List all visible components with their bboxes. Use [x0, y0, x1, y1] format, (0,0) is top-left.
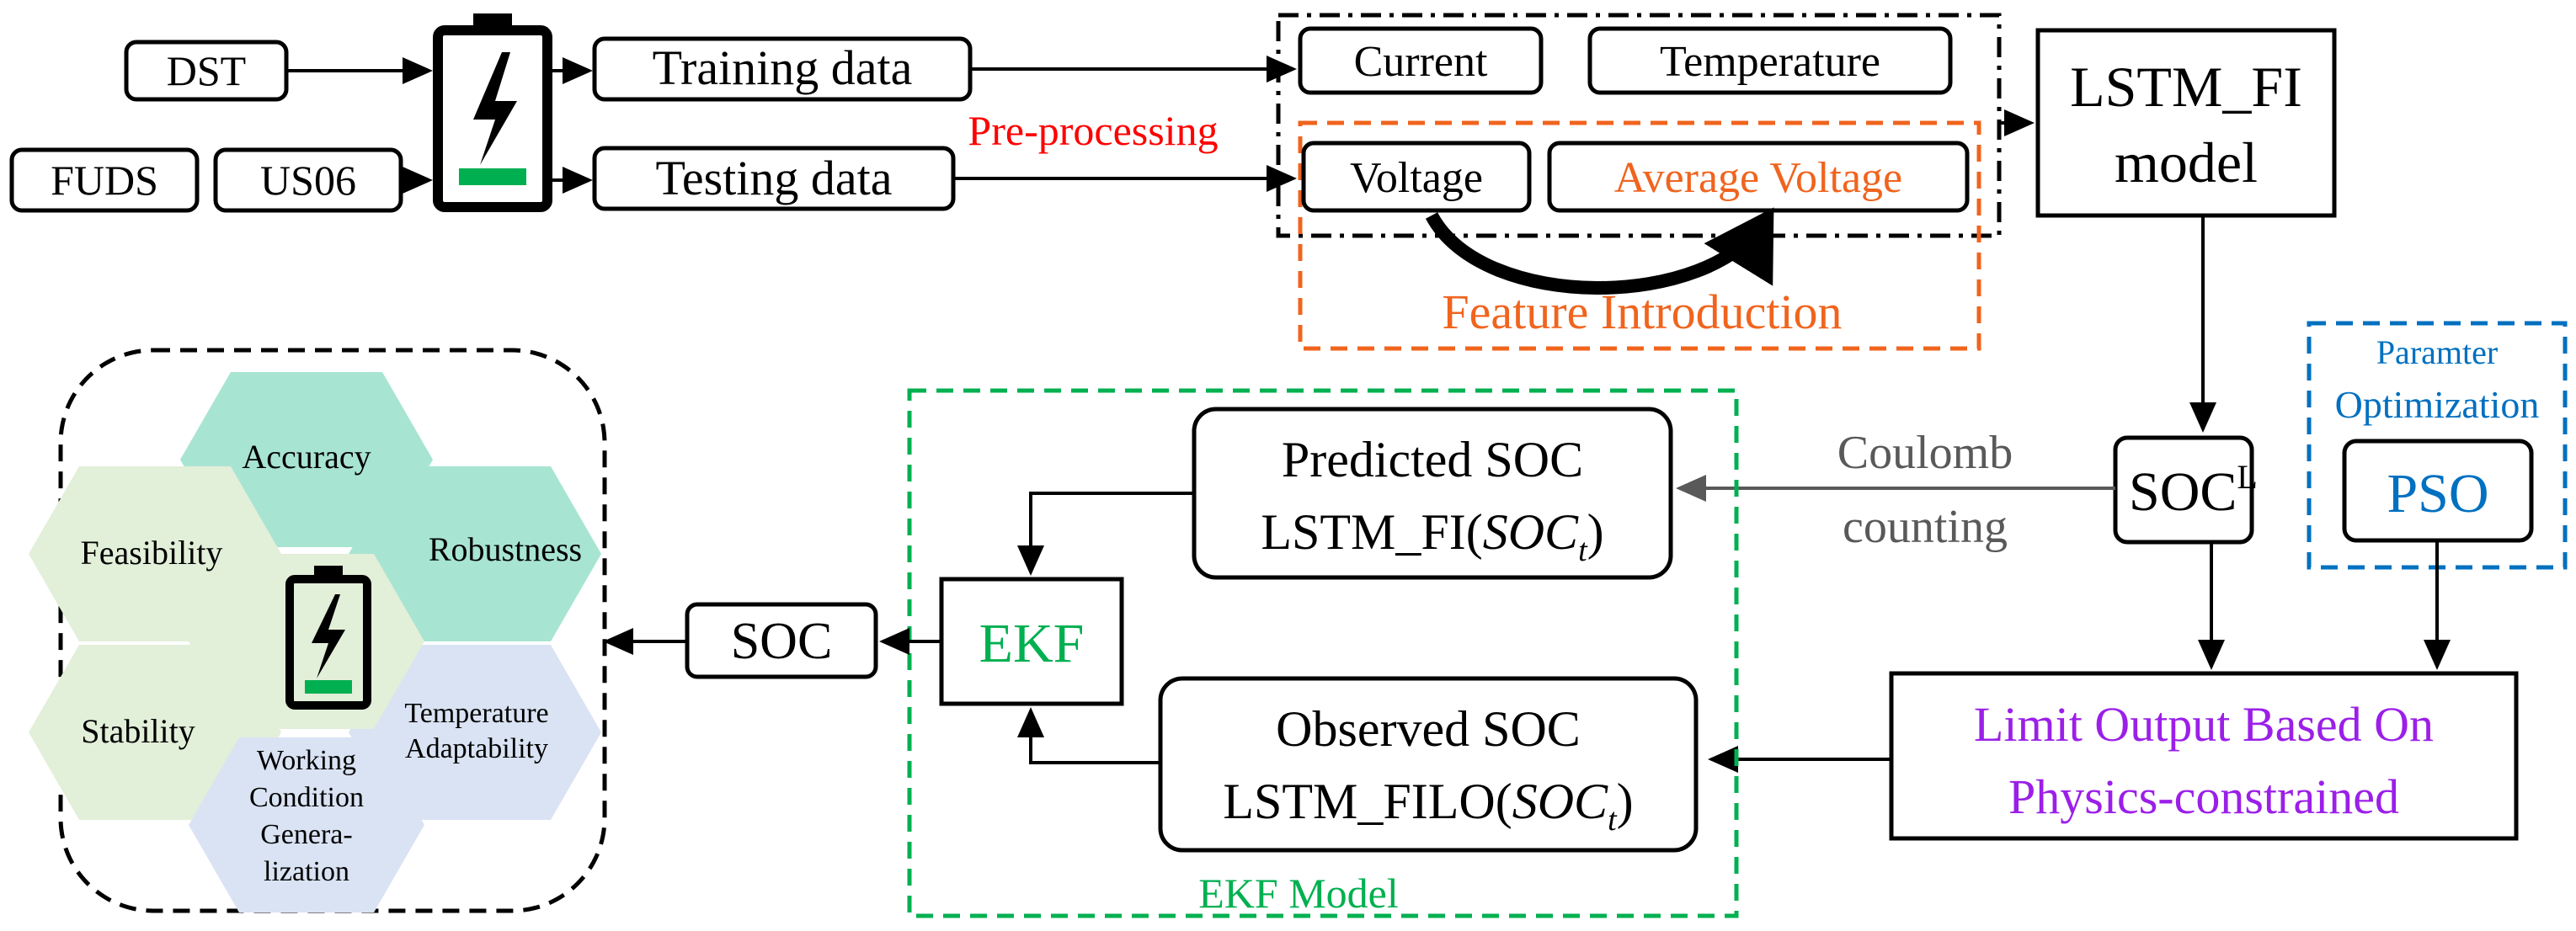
- current-label: Current: [1354, 38, 1488, 86]
- feature-introduction-border: [1298, 120, 1981, 351]
- evaluation-hexagons: [29, 372, 601, 912]
- working-condition-line3: Genera-: [260, 819, 352, 850]
- lstm-fi-model-box: LSTM_FI model: [2035, 28, 2337, 218]
- accuracy-label: Accuracy: [242, 438, 371, 476]
- preprocessing-label: Pre-processing: [968, 107, 1218, 154]
- fuds-label: FUDS: [51, 157, 158, 204]
- lstm-model-line2: model: [2115, 130, 2258, 194]
- voltage-label: Voltage: [1350, 154, 1483, 202]
- observed-soc-line2: LSTM_FILO(SOCt): [1223, 774, 1633, 838]
- observed-to-ekf-arrow: [1017, 707, 1160, 764]
- limit-output-line1: Limit Output Based On: [1974, 697, 2434, 752]
- features-group-border: [1276, 13, 2002, 238]
- dst-label: DST: [167, 47, 246, 94]
- training-data-label: Training data: [653, 40, 913, 95]
- stability-label: Stability: [81, 712, 195, 750]
- predicted-soc-line1: Predicted SOC: [1282, 432, 1583, 487]
- temperature-box: Temperature: [1587, 26, 1953, 95]
- ekf-model-border: [907, 388, 1739, 918]
- coulomb-line2: counting: [1843, 501, 2008, 553]
- parameter-optimization-line1: Paramter: [2376, 333, 2498, 371]
- predicted-to-ekf-arrow: [1017, 492, 1194, 576]
- ekf-model-label: EKF Model: [1198, 870, 1399, 917]
- pso-box: PSO: [2342, 439, 2534, 543]
- lstm-model-line1: LSTM_FI: [2070, 55, 2302, 119]
- soc-l-box: SOCL: [2113, 435, 2258, 545]
- temperature-adaptability-hexagon: [349, 645, 601, 820]
- us06-label: US06: [260, 157, 356, 204]
- dst-box: DST: [124, 40, 289, 102]
- soc-output-label: SOC: [731, 613, 833, 670]
- observed-soc-box: Observed SOC LSTM_FILO(SOCt): [1158, 676, 1699, 853]
- battery-icon: [433, 13, 552, 212]
- us06-box: US06: [213, 147, 403, 213]
- soc-l-label: SOCL: [2129, 458, 2258, 523]
- limit-output-box: Limit Output Based On Physics-constraine…: [1889, 671, 2519, 841]
- working-condition-line4: lization: [264, 856, 349, 887]
- center-battery-icon: [285, 566, 371, 710]
- feature-curved-arrow: [1425, 207, 1774, 295]
- predicted-soc-box: Predicted SOC LSTM_FI(SOCt): [1192, 407, 1673, 580]
- voltage-box: Voltage: [1301, 141, 1532, 213]
- feasibility-label: Feasibility: [81, 534, 223, 572]
- working-condition-line2: Condition: [249, 782, 364, 813]
- ekf-box: EKF: [939, 577, 1124, 706]
- working-condition-hexagon: [189, 737, 424, 912]
- temperature-adaptability-line1: Temperature: [404, 698, 548, 729]
- training-data-box: Training data: [592, 36, 973, 102]
- robustness-hexagon: [349, 466, 601, 641]
- ekf-label: EKF: [979, 613, 1085, 674]
- current-box: Current: [1298, 26, 1544, 95]
- soc-output-box: SOC: [685, 602, 878, 679]
- coulomb-line1: Coulomb: [1837, 427, 2013, 479]
- temperature-label: Temperature: [1660, 38, 1880, 86]
- feature-introduction-label: Feature Introduction: [1442, 285, 1842, 339]
- working-condition-line1: Working: [257, 745, 356, 776]
- temperature-adaptability-line2: Adaptability: [405, 733, 548, 764]
- testing-data-box: Testing data: [592, 146, 956, 211]
- testing-data-label: Testing data: [655, 151, 892, 205]
- fuds-box: FUDS: [9, 147, 200, 213]
- observed-soc-line1: Observed SOC: [1276, 701, 1581, 757]
- parameter-optimization-line2: Optimization: [2335, 383, 2540, 426]
- soc-l-superscript: L: [2237, 458, 2257, 496]
- limit-output-line2: Physics-constrained: [2008, 769, 2399, 824]
- pso-label: PSO: [2387, 463, 2488, 524]
- average-voltage-label: Average Voltage: [1614, 154, 1902, 202]
- robustness-label: Robustness: [429, 530, 582, 568]
- predicted-soc-line2: LSTM_FI(SOCt): [1261, 504, 1603, 568]
- average-voltage-box: Average Voltage: [1547, 141, 1970, 213]
